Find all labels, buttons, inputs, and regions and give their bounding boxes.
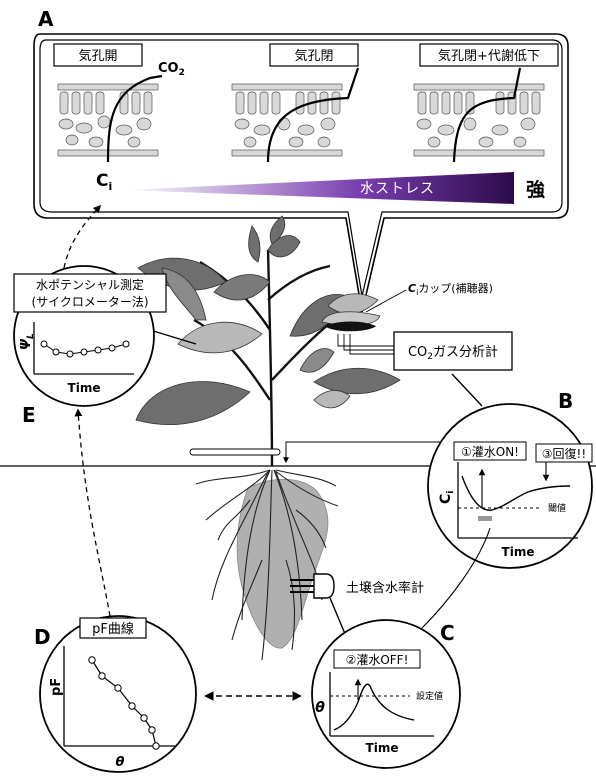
ci-curve-open xyxy=(106,74,163,163)
pf-curve-points xyxy=(88,656,160,750)
panel-b-xaxis: Time xyxy=(502,545,535,559)
panel-d-xaxis: θ xyxy=(116,755,125,770)
roots xyxy=(195,469,339,661)
irrigation-tube xyxy=(189,441,440,464)
panel-c-yaxis: θ xyxy=(315,700,325,716)
panel-b-yaxis: Ci xyxy=(438,491,456,504)
panel-e-xaxis: Time xyxy=(68,381,101,395)
plant-leaves xyxy=(135,215,401,426)
panel-b-letter: B xyxy=(558,389,573,413)
panel-d-letter: D xyxy=(34,625,51,649)
theta-time-curve xyxy=(333,683,415,731)
soil-moisture-sensor-label: 土壌含水率計 xyxy=(346,580,424,596)
leaf-cross-section-1 xyxy=(57,83,159,157)
threshold-label: 閾値 xyxy=(548,502,566,514)
ci-cup-label: Ciカップ(補聴器) xyxy=(408,282,493,297)
ci-cup-device xyxy=(321,311,381,332)
panel-e-letter: E xyxy=(22,403,36,427)
stomata-closed-label-box: 気孔閉 xyxy=(269,43,359,67)
stomata-closed-metabolism-label: 気孔閉+代謝低下 xyxy=(438,48,540,64)
panel-c-letter: C xyxy=(440,621,455,645)
panel-b-plot: 閾値 Ci Time xyxy=(438,462,578,559)
setpoint-label: 設定値 xyxy=(416,690,443,702)
root-zone xyxy=(236,478,329,649)
pf-curve-title-box: pF曲線 xyxy=(79,617,147,639)
d-to-e-dashed-arrow xyxy=(74,408,111,617)
panel-d-yaxis: pF xyxy=(49,678,64,696)
water-potential-title-line1: 水ポテンシャル測定 xyxy=(36,277,144,292)
water-potential-title-line2: (サイクロメーター法) xyxy=(31,295,148,309)
co2-analyzer-box: CO2ガス分析計 xyxy=(393,331,513,371)
irrigation-on-label: ①灌水ON! xyxy=(461,445,519,459)
ci-label: Ci xyxy=(96,171,112,193)
threshold-marker xyxy=(478,516,492,521)
strong-label: 強 xyxy=(526,179,545,201)
panel-d-plot: pF θ xyxy=(49,646,176,770)
soil-moisture-sensor xyxy=(290,573,335,599)
gas-tubes xyxy=(337,334,394,355)
water-stress-label: 水ストレス xyxy=(360,181,435,197)
panel-c-plot: 設定値 θ Time xyxy=(315,672,443,755)
leaf-cross-section-3 xyxy=(413,83,545,157)
irrigation-on-label-box: ①灌水ON! xyxy=(453,441,527,461)
ci-cup-leader xyxy=(365,289,407,313)
co2-analyzer-label: CO2ガス分析計 xyxy=(408,344,498,362)
panel-e-yaxis: ΨL xyxy=(19,333,36,350)
water-potential-title-box: 水ポテンシャル測定 (サイクロメーター法) xyxy=(13,273,167,313)
panel-d-circle xyxy=(39,615,197,773)
panel-e-plot: ΨL Time xyxy=(19,322,134,395)
recovery-label: ③回復!! xyxy=(542,446,586,461)
ci-curve-metabolism xyxy=(452,67,522,163)
stomata-closed-label: 気孔閉 xyxy=(294,48,333,64)
leaf-cross-section-2 xyxy=(231,83,343,157)
e-to-a-dashed-arrow xyxy=(63,204,102,269)
co2-label: CO2 xyxy=(158,61,185,78)
water-potential-points xyxy=(40,340,130,358)
pf-curve-title: pF曲線 xyxy=(92,621,134,637)
ci-curve-closed xyxy=(266,67,360,163)
panel-c-xaxis: Time xyxy=(366,741,399,755)
irrigation-off-label: ②灌水OFF! xyxy=(346,653,409,667)
panel-a-letter: A xyxy=(38,7,54,31)
irrigation-off-label-box: ②灌水OFF! xyxy=(333,649,421,669)
ci-time-curve xyxy=(461,475,571,511)
b-to-c-link xyxy=(421,527,491,629)
stomata-closed-metabolism-label-box: 気孔閉+代謝低下 xyxy=(419,43,559,67)
panel-a-box xyxy=(33,33,569,313)
water-stress-gradient xyxy=(124,172,514,204)
recovery-label-box: ③回復!! xyxy=(535,443,593,463)
stomata-open-label-box: 気孔開 xyxy=(53,43,143,67)
stomata-open-label: 気孔開 xyxy=(78,48,117,64)
